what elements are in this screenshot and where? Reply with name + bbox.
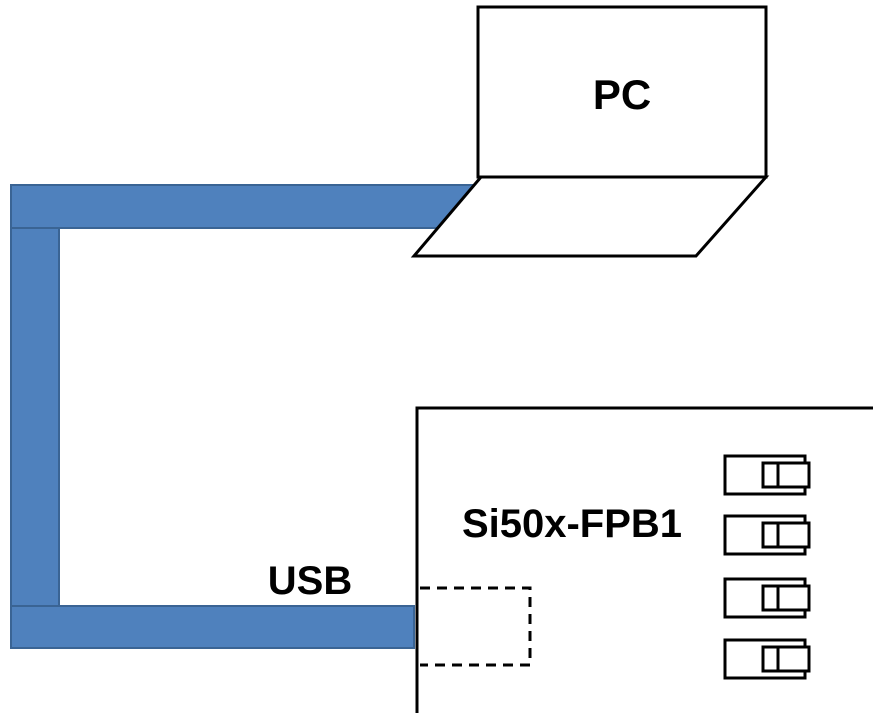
board-label: Si50x-FPB1 <box>462 502 682 546</box>
board-outline <box>415 406 873 713</box>
cable-bottom-segment <box>10 605 415 649</box>
socket-connector-icon <box>723 454 811 496</box>
cable-vertical-segment <box>10 227 60 607</box>
socket-connector-icon <box>723 514 811 556</box>
usb-label: USB <box>268 559 352 603</box>
pc-label: PC <box>593 71 651 118</box>
board: Si50x-FPB1 <box>415 406 873 713</box>
socket-connector-icon <box>723 638 811 680</box>
socket-connector-icon <box>723 577 811 619</box>
usb-cable <box>10 184 482 649</box>
cable-top-segment <box>10 184 482 229</box>
laptop-screen <box>476 5 768 179</box>
laptop-icon: PC <box>410 5 770 258</box>
usb-port-icon <box>420 586 532 667</box>
laptop-base <box>410 175 770 258</box>
